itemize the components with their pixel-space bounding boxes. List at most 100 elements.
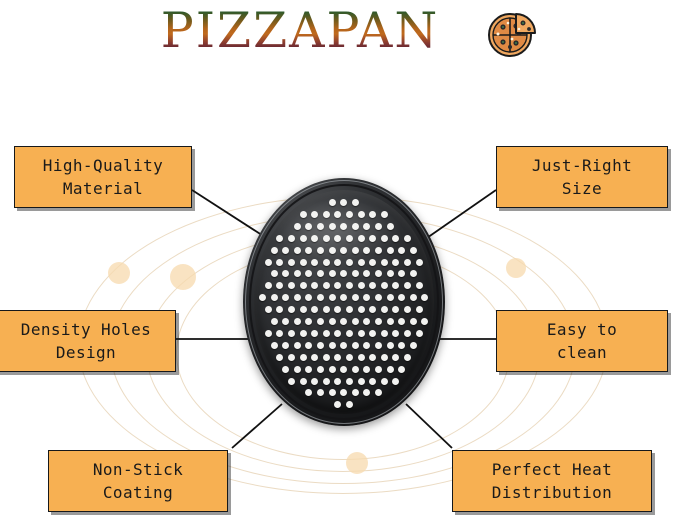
pan-hole xyxy=(351,365,359,373)
pan-hole xyxy=(334,282,342,290)
pan-hole xyxy=(293,270,301,278)
pan-hole xyxy=(276,306,284,314)
pan-hole xyxy=(311,306,319,314)
pan-hole xyxy=(351,270,359,278)
pizza-pan-product xyxy=(243,178,445,426)
pan-hole xyxy=(346,306,353,314)
pan-hole xyxy=(392,282,400,290)
feature-label-line1: Easy to xyxy=(546,320,618,339)
pan-hole xyxy=(317,341,324,349)
pan-hole xyxy=(409,246,417,254)
feature-box-non-stick-coating[interactable]: Non-Stick Coating xyxy=(48,450,228,512)
pan-hole xyxy=(264,306,272,314)
feature-label-line2: Material xyxy=(62,179,144,198)
pan-hole xyxy=(288,306,295,314)
pan-hole xyxy=(386,270,394,278)
pan-hole xyxy=(369,282,377,290)
pan-hole xyxy=(322,306,330,314)
pan-hole xyxy=(270,294,278,302)
pan-rim-groove xyxy=(249,184,439,420)
pan-hole xyxy=(404,234,411,242)
pan-hole xyxy=(357,306,365,314)
pan-hole xyxy=(311,258,319,266)
pan-hole xyxy=(363,318,371,325)
pan-hole xyxy=(369,210,377,218)
feature-label-line1: High-Quality xyxy=(42,156,164,175)
pan-hole xyxy=(334,377,342,385)
pan-hole xyxy=(305,318,313,325)
pan-hole xyxy=(351,318,359,325)
pan-hole xyxy=(346,234,353,242)
pan-hole xyxy=(340,318,348,325)
pan-hole xyxy=(363,389,371,397)
pan-hole xyxy=(404,353,411,361)
feature-label-line1: Just-Right xyxy=(531,156,633,175)
feature-label-line2: Coating xyxy=(102,483,174,502)
pan-hole xyxy=(264,329,272,337)
pan-hole xyxy=(392,234,400,242)
pan-outer-rim xyxy=(243,178,445,426)
pan-hole xyxy=(398,246,406,254)
pan-hole xyxy=(340,341,348,349)
pan-hole xyxy=(351,246,359,254)
pan-hole xyxy=(369,377,377,385)
pan-hole xyxy=(415,258,423,266)
pan-hole xyxy=(322,282,330,290)
feature-label-line2: Design xyxy=(55,343,117,362)
pan-perforation-holes xyxy=(254,190,434,414)
pan-hole xyxy=(276,329,284,337)
pan-hole xyxy=(357,258,365,266)
pan-hole xyxy=(363,365,371,373)
pan-hole xyxy=(415,306,423,314)
pan-hole xyxy=(404,306,411,314)
pan-hole xyxy=(270,318,278,325)
pan-hole xyxy=(375,318,382,325)
pan-hole xyxy=(363,294,371,302)
pan-hole xyxy=(375,246,382,254)
pan-hole xyxy=(299,234,307,242)
pan-hole xyxy=(293,318,301,325)
pan-hole xyxy=(380,353,388,361)
pan-hole xyxy=(317,294,324,302)
pan-hole xyxy=(386,294,394,302)
pan-hole xyxy=(311,329,319,337)
pan-hole xyxy=(317,365,324,373)
feature-box-just-right-size[interactable]: Just-Right Size xyxy=(496,146,668,208)
pan-hole xyxy=(369,234,377,242)
pan-hole xyxy=(328,318,336,325)
pan-hole xyxy=(380,234,388,242)
pan-hole xyxy=(282,270,290,278)
feature-box-density-holes-design[interactable]: Density Holes Design xyxy=(0,310,176,372)
pan-hole xyxy=(369,306,377,314)
pan-hole xyxy=(375,294,382,302)
pan-hole xyxy=(328,222,336,230)
pan-hole xyxy=(386,365,394,373)
pan-hole xyxy=(386,246,394,254)
pan-hole xyxy=(282,318,290,325)
pan-hole xyxy=(386,318,394,325)
feature-label-line1: Density Holes xyxy=(20,320,152,339)
pan-hole xyxy=(380,258,388,266)
pan-hole xyxy=(328,270,336,278)
pan-hole xyxy=(346,377,353,385)
pan-hole xyxy=(421,318,429,325)
feature-label-line2: Distribution xyxy=(491,483,613,502)
pan-hole xyxy=(357,282,365,290)
feature-box-easy-to-clean[interactable]: Easy to clean xyxy=(496,310,668,372)
pan-hole xyxy=(288,377,295,385)
pizza-slice-icon xyxy=(488,13,536,57)
pan-hole xyxy=(334,306,342,314)
pan-hole xyxy=(293,246,301,254)
feature-box-perfect-heat-distribution[interactable]: Perfect Heat Distribution xyxy=(452,450,652,512)
pan-hole xyxy=(346,353,353,361)
pan-hole xyxy=(351,389,359,397)
pan-hole xyxy=(288,234,295,242)
pan-hole xyxy=(299,282,307,290)
pan-hole xyxy=(369,258,377,266)
pan-hole xyxy=(282,365,290,373)
feature-box-high-quality-material[interactable]: High-Quality Material xyxy=(14,146,192,208)
pan-hole xyxy=(398,341,406,349)
pan-hole xyxy=(340,365,348,373)
pan-surface xyxy=(254,190,434,414)
pan-hole xyxy=(392,258,400,266)
